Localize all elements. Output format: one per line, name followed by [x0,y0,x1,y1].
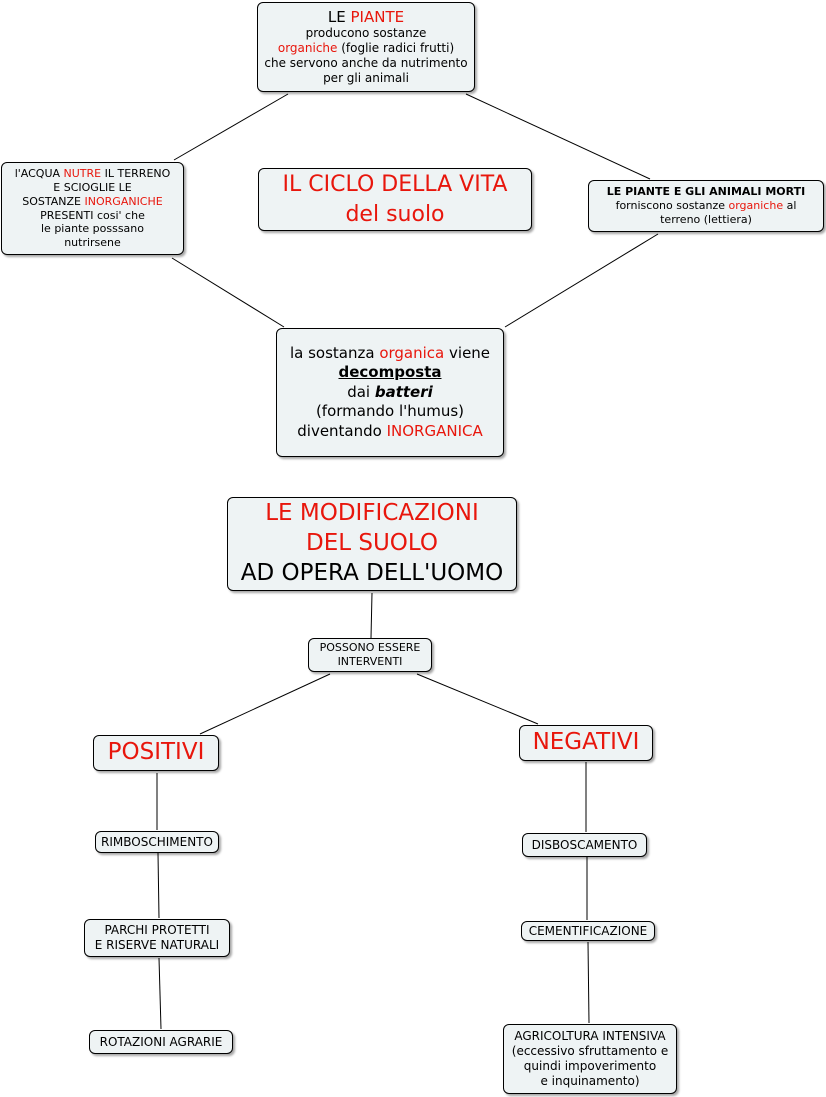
parchi-line2: E RISERVE NATURALI [94,938,220,952]
link-rimboschimento-parchi [157,852,160,919]
node-agricoltura: AGRICOLTURA INTENSIVA (eccessivo sfrutta… [503,1024,677,1094]
piante-line5: per gli animali [323,71,409,86]
possono-line2: INTERVENTI [337,655,403,668]
morti-organiche: organiche [728,199,784,213]
title-mod-line3: AD OPERA DELL'UOMO [240,559,504,586]
piante-line3-rest: (foglie radici frutti) [337,41,455,56]
link-cementificazione-agricoltura [587,941,590,1024]
piante-organiche: organiche [277,41,338,56]
morti-line1: LE PIANTE E GLI ANIMALI MORTI [606,185,806,199]
node-rimboschimento: RIMBOSCHIMENTO [95,831,219,853]
parchi-line1: PARCHI PROTETTI [104,923,210,937]
morti-line3: terreno (lettiera) [660,212,752,226]
link-acqua-sostanza [171,257,285,328]
link-morti-sostanza [504,233,659,328]
morti-forniscono: forniscono sostanze [615,199,729,213]
negativi-label: NEGATIVI [532,729,640,756]
sostanza-diventando: diventando [297,421,387,440]
node-negativi: NEGATIVI [519,725,653,761]
link-parchi-rotazioni [158,957,162,1030]
node-cementificazione: CEMENTIFICAZIONE [521,921,655,941]
link-title-possono [370,592,373,639]
sostanza-inorganica: INORGANICA [386,421,483,440]
acqua-nutre: NUTRE [63,167,102,181]
node-piante: LE PIANTE producono sostanze organiche (… [257,2,475,92]
title-ciclo-line1: IL CICLO DELLA VITA [282,171,508,197]
link-piante-morti [465,93,651,180]
piante-line2: producono sostanze [305,26,427,41]
cementificazione-label: CEMENTIFICAZIONE [528,923,648,938]
sostanza-viene: viene [444,343,491,362]
acqua-terreno: IL TERRENO [101,167,171,181]
possono-line1: POSSONO ESSERE [319,641,421,655]
sostanza-la: la sostanza [289,343,380,362]
agricoltura-line4: e inquinamento) [540,1074,640,1088]
acqua-line2: E SCIOGLIE LE [53,181,132,194]
node-morti: LE PIANTE E GLI ANIMALI MORTI forniscono… [588,180,824,232]
link-possono-positivi [199,673,331,735]
disboscamento-label: DISBOSCAMENTO [531,837,638,852]
sostanza-decomposta: decomposta [338,363,442,382]
piante-le: LE [327,7,351,26]
agricoltura-line3: quindi impoverimento [523,1059,657,1073]
node-positivi: POSITIVI [93,735,219,771]
node-title-ciclo: IL CICLO DELLA VITA del suolo [258,168,532,231]
node-parchi: PARCHI PROTETTI E RISERVE NATURALI [84,919,230,957]
title-mod-line2: DEL SUOLO [305,530,438,557]
acqua-inorganiche: INORGANICHE [84,194,163,208]
title-ciclo-line2: del suolo [345,201,445,227]
node-possono: POSSONO ESSERE INTERVENTI [308,638,432,672]
node-sostanza: la sostanza organica viene decomposta da… [276,328,504,457]
sostanza-organica: organica [379,343,445,362]
link-piante-acqua [173,93,289,161]
agricoltura-line2: (eccessivo sfruttamento e [511,1044,669,1058]
sostanza-batteri: batteri [374,382,433,401]
acqua-line4: PRESENTI cosi' che [40,208,145,222]
acqua-line5: le piante posssano [41,222,144,236]
node-title-modificazioni: LE MODIFICAZIONI DEL SUOLO AD OPERA DELL… [227,497,517,591]
title-mod-line1: LE MODIFICAZIONI [265,500,479,527]
rotazioni-label: ROTAZIONI AGRARIE [99,1034,223,1049]
link-possono-negativi [416,673,539,725]
sostanza-dai: dai [347,382,375,401]
piante-word: PIANTE [350,7,405,26]
acqua-lacqua: l'ACQUA [14,167,64,181]
acqua-sostanze: SOSTANZE [22,194,85,208]
sostanza-humus: (formando l'humus) [315,402,465,421]
node-disboscamento: DISBOSCAMENTO [522,833,647,857]
node-acqua: l'ACQUA NUTRE IL TERRENO E SCIOGLIE LE S… [1,162,184,255]
piante-line4: che servono anche da nutrimento [264,56,468,71]
agricoltura-line1: AGRICOLTURA INTENSIVA [514,1029,666,1043]
morti-al: al [783,199,797,213]
positivi-label: POSITIVI [107,739,205,766]
node-rotazioni: ROTAZIONI AGRARIE [89,1030,233,1054]
acqua-line6: nutrirsene [64,236,121,249]
rimboschimento-label: RIMBOSCHIMENTO [101,834,213,849]
